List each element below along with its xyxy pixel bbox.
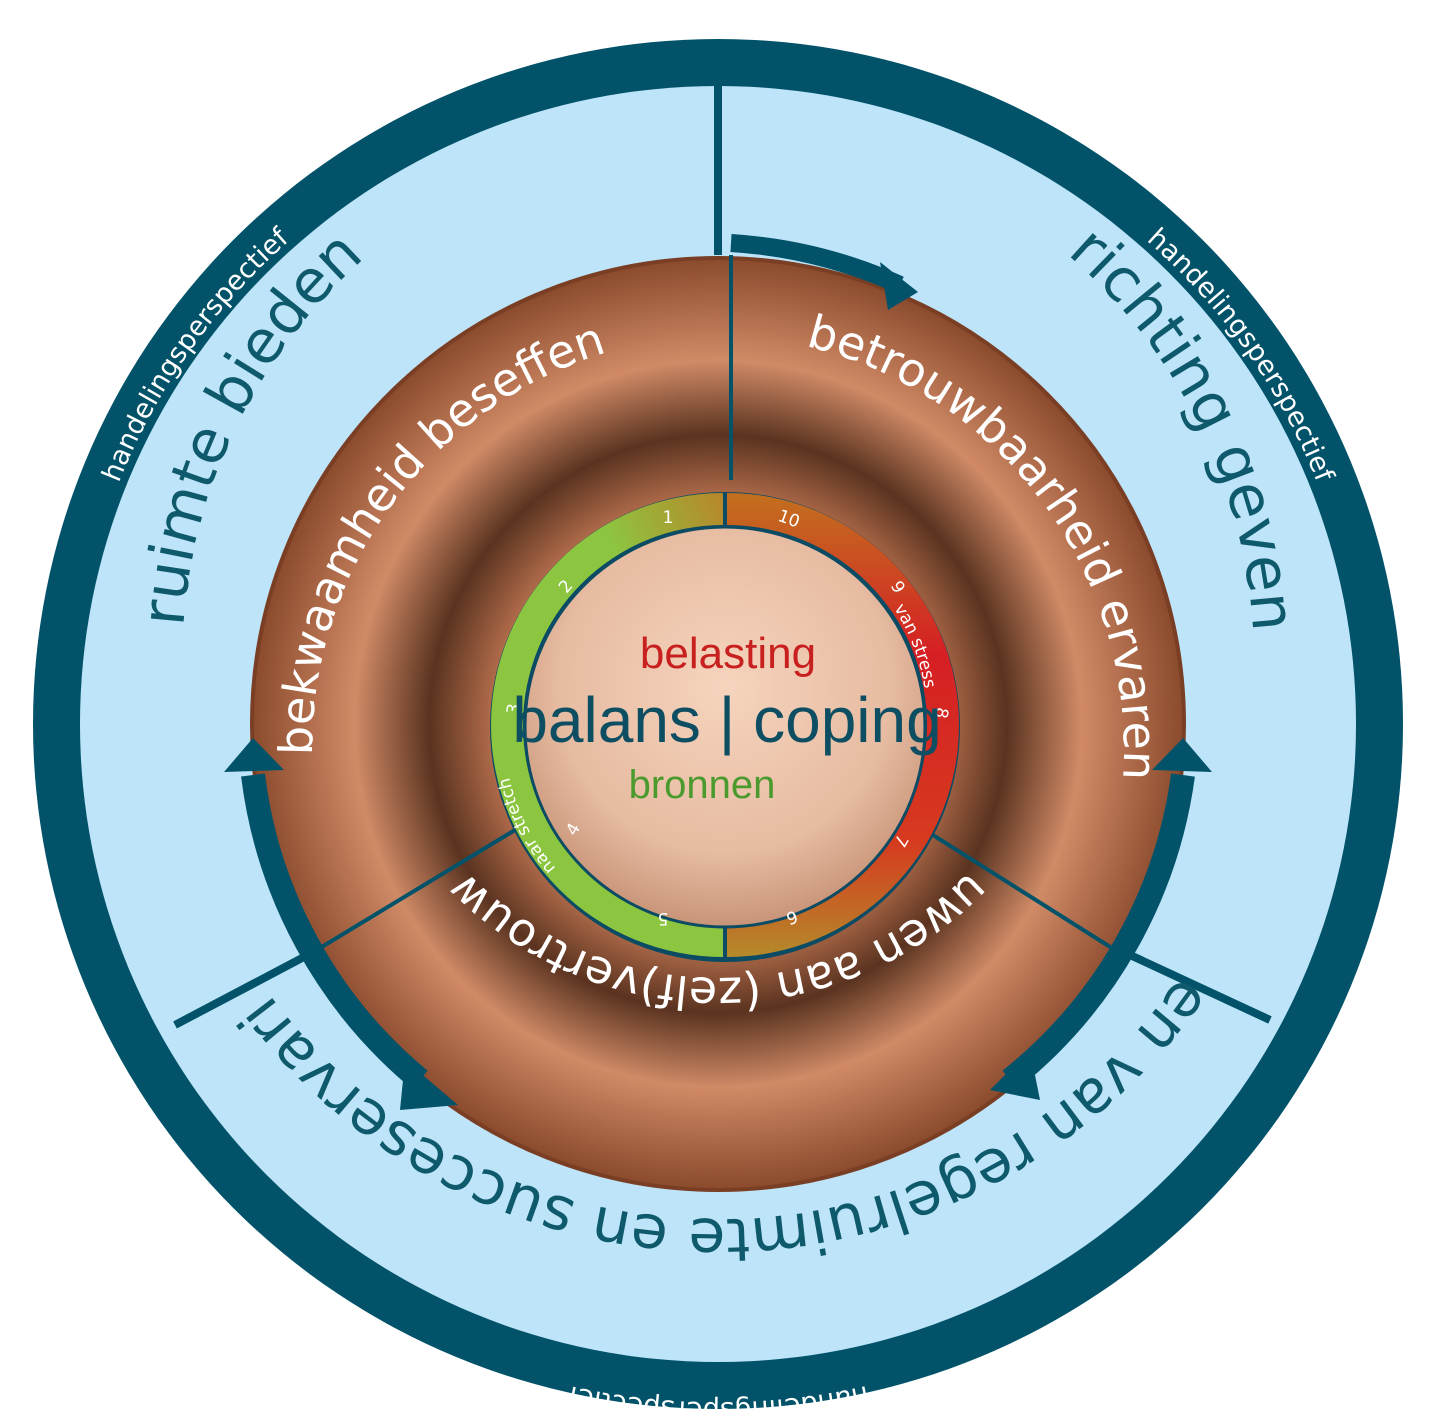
scale-number-1: 1 <box>663 508 674 528</box>
scale-number-5: 5 <box>658 908 669 928</box>
scale-ring-right <box>727 493 959 957</box>
cycle-arc-left <box>241 773 428 1090</box>
label-belasting: belasting <box>640 629 816 678</box>
divider-left <box>173 944 323 1029</box>
divider-right <box>1113 944 1272 1024</box>
middle-divider-left <box>318 828 517 950</box>
cycle-arc-right <box>1002 773 1195 1090</box>
scale-ring-left <box>491 493 723 957</box>
scale-number-8: 8 <box>930 706 952 720</box>
center-disc <box>523 525 927 929</box>
arrow-bottom-left-icon <box>400 1060 458 1110</box>
arrow-left-icon <box>224 738 284 772</box>
label-bronnen: bronnen <box>629 763 776 807</box>
scale-number-3: 3 <box>503 702 525 716</box>
middle-ring-edge <box>250 256 1186 1192</box>
arrow-bottom-right-icon <box>990 1050 1040 1100</box>
label-balans-coping: balans | coping <box>512 684 941 756</box>
arrow-right-icon <box>1152 738 1212 772</box>
arrow-top-right-icon <box>880 262 918 310</box>
middle-divider-right <box>923 828 1117 952</box>
